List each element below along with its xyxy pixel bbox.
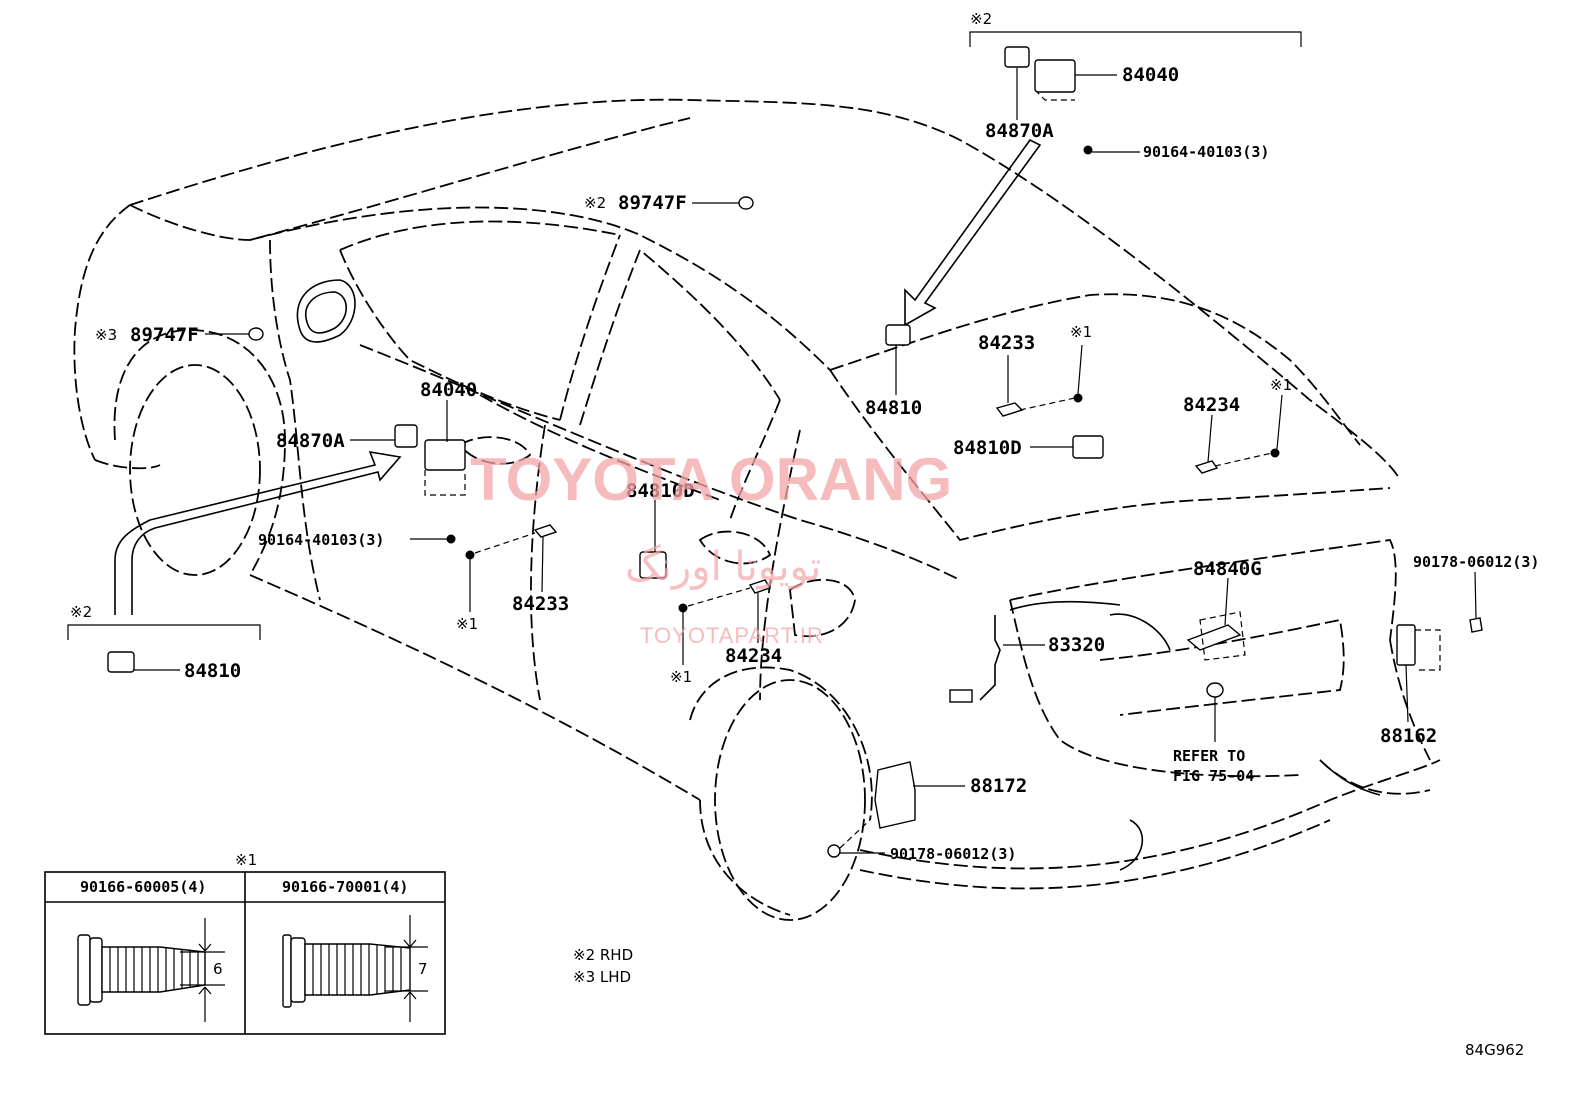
- bolt-90164-left: [446, 534, 456, 544]
- legend: ※2 RHD ※3 LHD: [573, 946, 633, 986]
- bolt-drawing-1: [77, 918, 225, 1022]
- bolt-right-2: [1270, 448, 1280, 458]
- label-84234-left: 84234: [725, 645, 782, 667]
- bolt-left-1: [465, 550, 475, 560]
- label-84040-top: 84040: [1122, 64, 1179, 86]
- label-84234-right: 84234: [1183, 394, 1240, 416]
- label-89747F-lhd: 89747F: [130, 324, 199, 346]
- mark-bolt-right-1: ※1: [1070, 323, 1092, 341]
- label-90164-left: 90164-40103(3): [258, 531, 384, 549]
- plug-89747F-lhd: [248, 327, 264, 341]
- label-refer-line1: REFER TO: [1173, 747, 1245, 765]
- nut-90178-bottom: [827, 844, 841, 858]
- watermark-line2: تویوتا اورنگ: [625, 544, 821, 590]
- part-84233-left: [533, 524, 558, 538]
- bolt-table-col1-dim: 6: [213, 960, 223, 978]
- watermark: TOYOTA ORANG تویوتا اورنگ TOYOTAPART.IR: [470, 446, 952, 648]
- mark-rhd-top: ※2: [970, 10, 992, 28]
- bolt-table-col2-dim: 7: [418, 960, 428, 978]
- label-83320: 83320: [1048, 634, 1105, 656]
- part-84810-right: [885, 324, 911, 346]
- bolt-table-col1-part: 90166-60005(4): [80, 878, 206, 896]
- part-84870A-top: [1004, 46, 1030, 68]
- car-body-outline: [73, 98, 1441, 921]
- leader-lines: [67, 31, 1477, 854]
- part-84870A-left: [394, 424, 418, 448]
- legend-rhd: ※2 RHD: [573, 946, 633, 964]
- label-89747F-rhd: 89747F: [618, 192, 687, 214]
- part-labels: ※2 84040 84870A 90164-40103(3) ※2 89747F…: [70, 10, 1539, 863]
- label-84233-left: 84233: [512, 593, 569, 615]
- part-88172: [874, 761, 916, 829]
- label-84810-inset: 84810: [184, 660, 241, 682]
- label-84810-right: 84810: [865, 397, 922, 419]
- label-88162: 88162: [1380, 725, 1437, 747]
- mark-bolt-left-1: ※1: [456, 615, 478, 633]
- nut-90178-right: [1469, 617, 1483, 633]
- bolt-table: ※1 90166-60005(4) 90166-70001(4) 6: [44, 851, 446, 1035]
- label-84810D-left: 84810D: [626, 480, 695, 502]
- part-84810D-right: [1072, 435, 1104, 459]
- bolt-table-col2-part: 90166-70001(4): [282, 878, 408, 896]
- label-84810D-right: 84810D: [953, 437, 1022, 459]
- part-84040-left: [424, 439, 466, 471]
- label-90164-top: 90164-40103(3): [1143, 143, 1269, 161]
- label-84233-right: 84233: [978, 332, 1035, 354]
- bolt-drawing-2: [282, 915, 428, 1022]
- mark-bolt-right-2: ※1: [1270, 376, 1292, 394]
- bolt-left-2: [678, 603, 688, 613]
- label-88172: 88172: [970, 775, 1027, 797]
- part-84840G-switch: [1186, 624, 1242, 651]
- mark-rhd-89747F: ※2: [584, 194, 606, 212]
- part-83320-connector: [949, 689, 973, 703]
- label-90178-right: 90178-06012(3): [1413, 553, 1539, 571]
- mark-bolt-left-2: ※1: [670, 668, 692, 686]
- parts-group: [107, 46, 1483, 858]
- part-83320-harness: [979, 615, 1001, 701]
- part-84234-left: [748, 579, 772, 594]
- legend-lhd: ※3 LHD: [573, 968, 631, 986]
- part-84810-inset: [107, 651, 135, 673]
- rhd-bracket-top: [969, 31, 1302, 47]
- part-84840G-base: [1206, 682, 1224, 698]
- part-84234-right: [1194, 460, 1219, 474]
- plug-89747F-rhd: [738, 196, 754, 210]
- bolt-90164-top: [1083, 145, 1093, 155]
- label-84870A-left: 84870A: [276, 430, 345, 452]
- bolt-right-1: [1073, 393, 1083, 403]
- label-90178-bottom: 90178-06012(3): [890, 845, 1016, 863]
- rhd-bracket-inset: [67, 624, 261, 640]
- label-84840G: 84840G: [1193, 558, 1262, 580]
- pointer-arrows: [114, 138, 1042, 615]
- label-84870A-top: 84870A: [985, 120, 1054, 142]
- part-84040-top: [1034, 59, 1076, 93]
- mark-rhd-inset: ※2: [70, 603, 92, 621]
- watermark-line3: TOYOTAPART.IR: [640, 623, 824, 648]
- bolt-table-mark: ※1: [235, 851, 257, 869]
- part-84233-right: [995, 402, 1024, 417]
- watermark-line1: TOYOTA ORANG: [470, 446, 952, 513]
- part-88162: [1396, 624, 1416, 666]
- label-refer-line2: FIG 75-04: [1173, 767, 1254, 785]
- mark-lhd-89747F: ※3: [95, 326, 117, 344]
- figure-code: 84G962: [1465, 1041, 1524, 1059]
- part-84810D-left: [639, 551, 667, 579]
- label-84040-left: 84040: [420, 379, 477, 401]
